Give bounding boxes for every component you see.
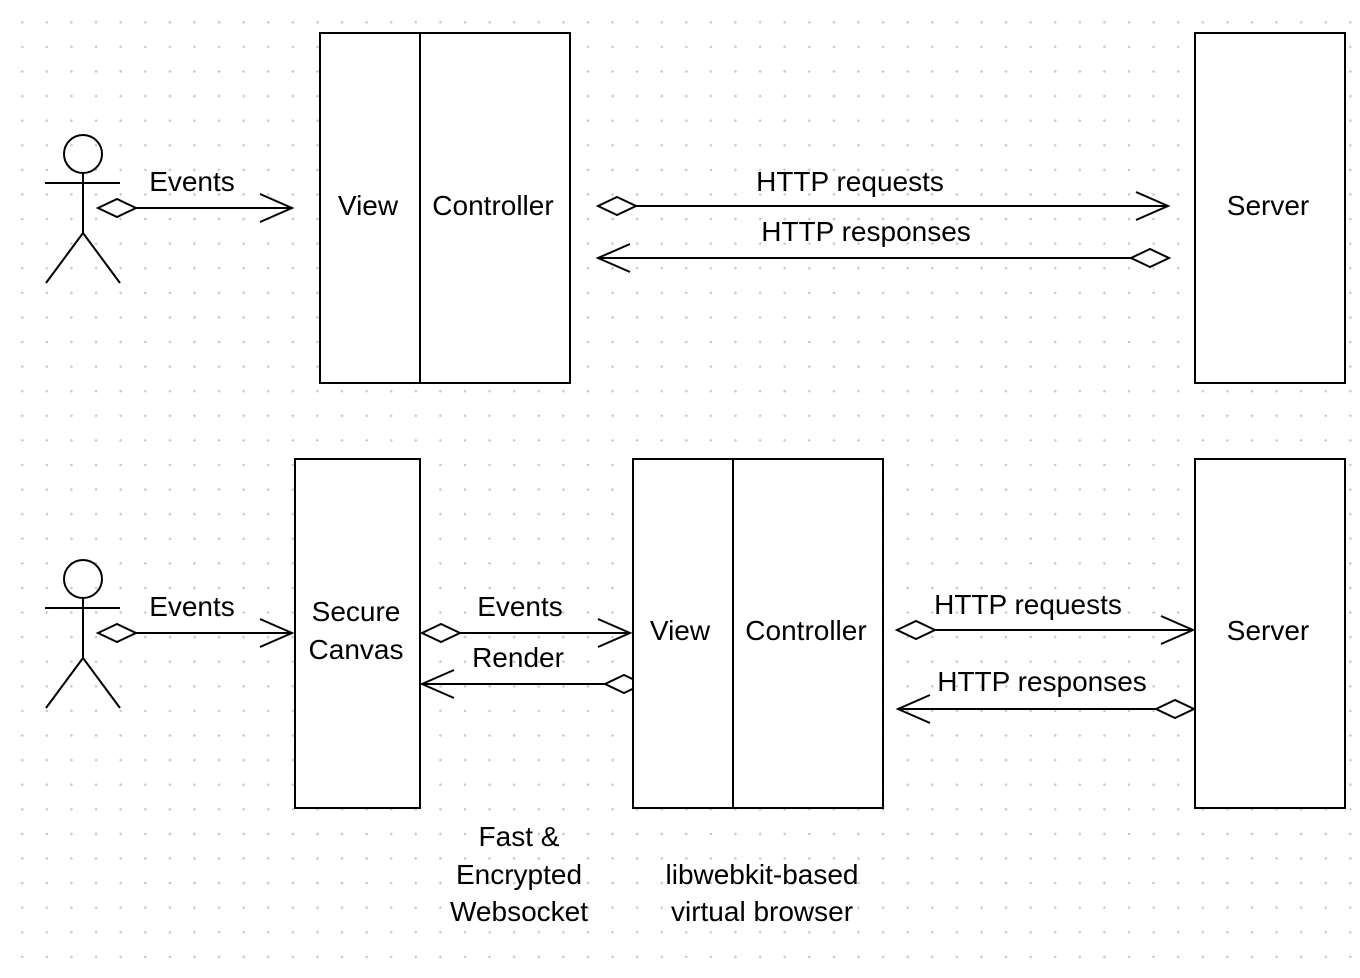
secure-canvas-label-line2: Canvas <box>309 634 404 665</box>
websocket-caption-line: Encrypted <box>456 859 582 890</box>
controller-label: Controller <box>745 615 866 646</box>
websocket-caption-line: Fast & <box>479 821 560 852</box>
events-arrow <box>95 193 295 223</box>
server-box <box>1194 458 1346 809</box>
server-label: Server <box>1227 615 1309 646</box>
virtual-browser-box <box>632 458 884 809</box>
websocket-events-label: Events <box>477 591 563 622</box>
browser-caption: libwebkit-based virtual browser <box>666 859 859 927</box>
websocket-events-arrow <box>419 618 633 648</box>
http-requests-arrow <box>894 615 1196 645</box>
http-responses-label: HTTP responses <box>937 666 1147 697</box>
client-app-box <box>319 32 571 384</box>
http-responses-arrow <box>595 243 1172 273</box>
view-label: View <box>338 190 399 221</box>
websocket-caption: Fast & Encrypted Websocket <box>450 821 588 927</box>
websocket-caption-line: Websocket <box>450 896 588 927</box>
http-requests-label: HTTP requests <box>934 589 1122 620</box>
render-label: Render <box>472 642 564 673</box>
user-actor-icon <box>45 559 121 709</box>
events-label: Events <box>149 166 235 197</box>
http-requests-arrow <box>595 191 1171 221</box>
user-actor-icon <box>45 134 121 284</box>
secure-canvas-box <box>294 458 421 809</box>
server-label: Server <box>1227 190 1309 221</box>
secure-canvas-label-line1: Secure <box>312 596 401 627</box>
render-arrow <box>419 669 646 699</box>
http-responses-arrow <box>895 694 1197 724</box>
http-requests-label: HTTP requests <box>756 166 944 197</box>
server-box <box>1194 32 1346 384</box>
http-responses-label: HTTP responses <box>761 216 971 247</box>
events-arrow <box>95 618 295 648</box>
browser-caption-line: virtual browser <box>671 896 853 927</box>
events-label: Events <box>149 591 235 622</box>
view-label: View <box>650 615 711 646</box>
controller-label: Controller <box>432 190 553 221</box>
browser-caption-line: libwebkit-based <box>666 859 859 890</box>
